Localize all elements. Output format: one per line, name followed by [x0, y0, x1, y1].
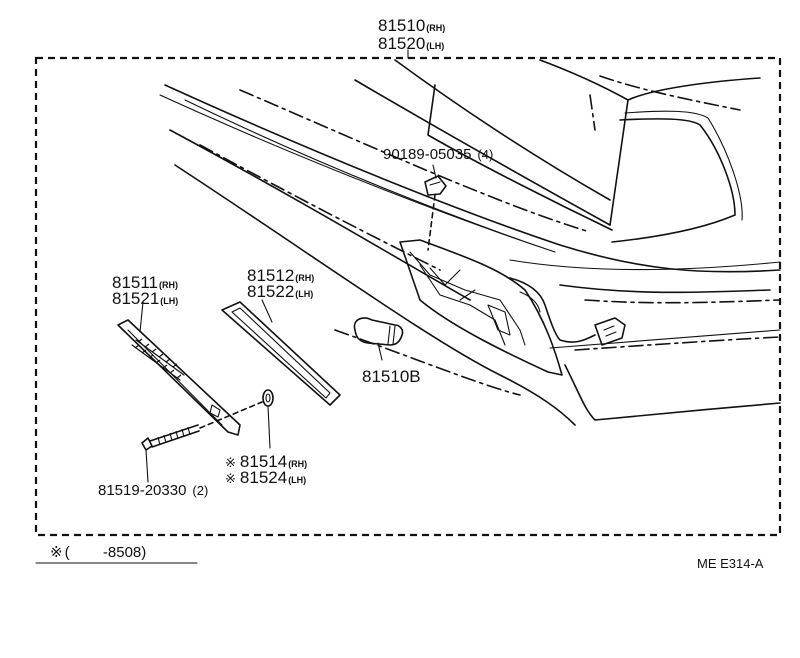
washer-part — [262, 389, 274, 449]
washer-rh-label: ※81514(RH) — [225, 452, 307, 471]
footnote-label: ※( -8508) — [50, 544, 146, 561]
lamp-housing — [399, 239, 626, 376]
screw-bolt-label: 90189-05035(4) — [383, 146, 493, 163]
assembly-lh-label: 81520(LH) — [378, 34, 444, 53]
gasket-lh-label: 81522(LH) — [247, 282, 313, 301]
bulb-label: 81510B — [362, 367, 421, 386]
screw-part — [141, 401, 263, 483]
bulb-part — [353, 317, 404, 361]
lens-part — [117, 319, 241, 436]
lens-rh-label: 81511(RH) — [112, 273, 178, 292]
lens-lh-label: 81521(LH) — [112, 289, 178, 308]
screw-bolt-part — [424, 164, 447, 251]
screw-label: 81519-20330(2) — [98, 482, 208, 499]
assembly-rh-label: 81510(RH) — [378, 16, 445, 35]
gasket-part — [221, 301, 341, 406]
washer-lh-label: ※81524(LH) — [225, 468, 306, 487]
vehicle-body — [159, 59, 781, 426]
leader-lines — [139, 49, 409, 333]
gasket-rh-label: 81512(RH) — [247, 266, 314, 285]
reference-code: ME E314-A — [697, 556, 764, 571]
